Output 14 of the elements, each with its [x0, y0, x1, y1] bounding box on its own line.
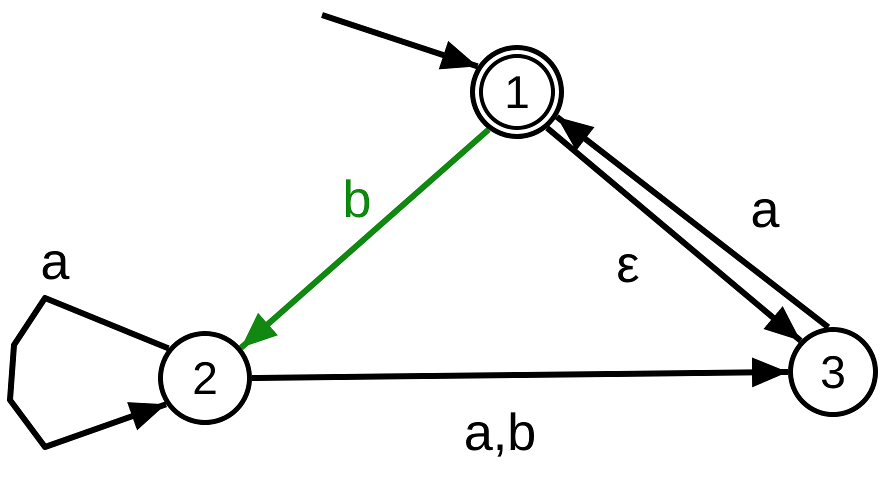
state-label: 2 [192, 355, 218, 401]
edge-label: a [750, 184, 780, 236]
edge-label: b [342, 174, 372, 226]
transition-arrow [555, 114, 830, 330]
transition-arrow [252, 357, 788, 388]
transition-arrow [239, 127, 491, 350]
edge-label: a [40, 236, 70, 288]
self-loop-arrow [7, 295, 170, 450]
state-label: 1 [504, 69, 530, 115]
edge-label: ε [616, 239, 640, 291]
edge-label: a,b [464, 407, 536, 459]
transition-arrow [545, 126, 803, 343]
state-label: 3 [820, 349, 846, 395]
start-arrow [321, 12, 479, 70]
